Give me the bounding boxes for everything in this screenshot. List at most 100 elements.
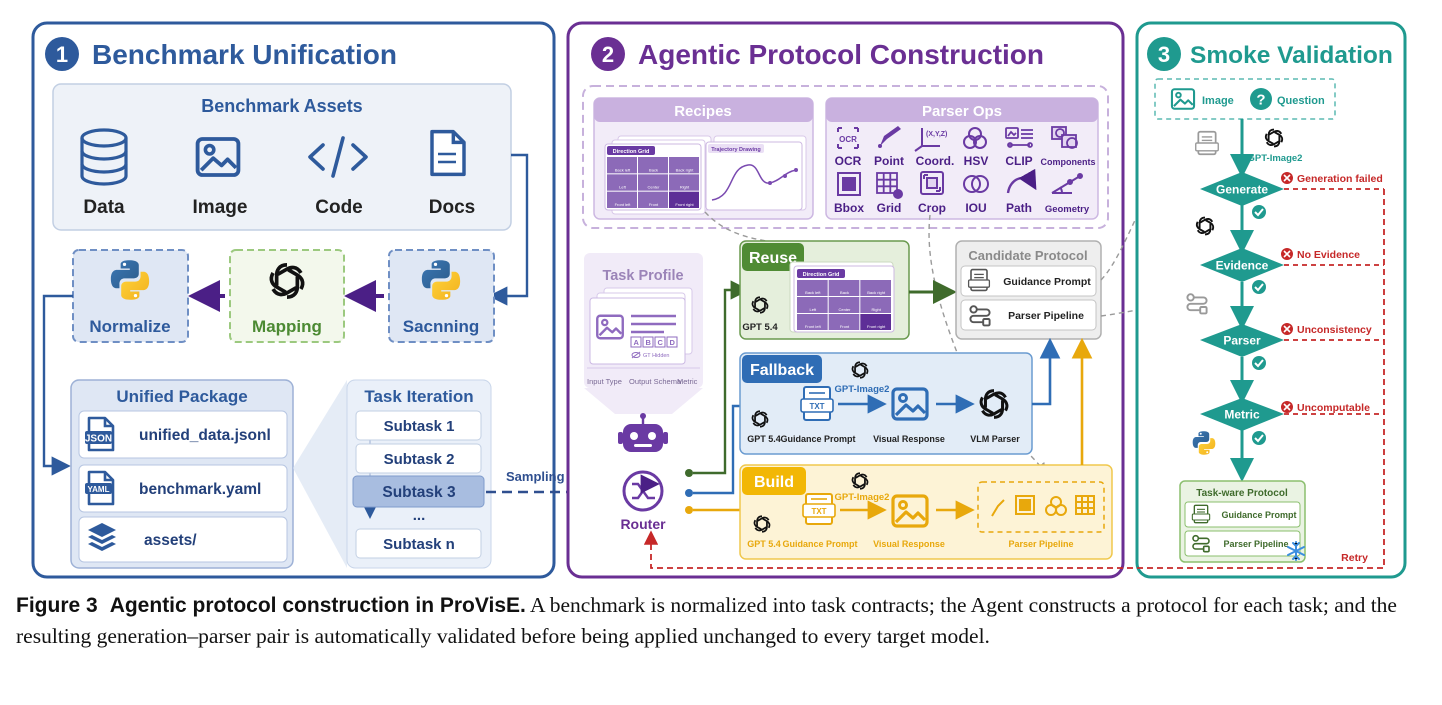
fallback-image-model: GPT-Image2 (835, 384, 890, 395)
txt-icon: TXT (800, 386, 834, 421)
package-item-jsonl (78, 410, 288, 459)
question-mark: ? (1256, 92, 1265, 109)
code-icon (308, 136, 368, 178)
profile-metric: Metric (677, 377, 698, 386)
check-icon (1252, 431, 1266, 445)
build-txt-tag: TXT (811, 507, 826, 516)
protocol-pipeline-label: Parser Pipeline (1223, 539, 1288, 549)
subtask-2 (355, 443, 482, 474)
assets-title: Benchmark Assets (201, 96, 362, 116)
components-icon (1051, 126, 1078, 149)
fallback-tag (742, 355, 822, 383)
grid-cell (669, 157, 699, 174)
ocr-glyph: OCR (839, 135, 857, 144)
grid-cell-label: Front right (675, 202, 694, 207)
grid-cell-label: Back right (867, 290, 886, 295)
docs-icon (430, 129, 466, 177)
grid-cell-label: Back left (805, 290, 821, 295)
package-title: Unified Package (116, 387, 247, 406)
panel-3-title: Smoke Validation (1190, 42, 1393, 69)
question-icon (1250, 88, 1272, 110)
op-coord: Coord. (916, 154, 955, 168)
protocol-parser-pipeline (1184, 530, 1301, 557)
reuse-model-label: GPT 5.4 (742, 322, 778, 333)
database-icon (80, 128, 128, 186)
fallback-label: Fallback (750, 362, 814, 379)
choice-b: B (646, 338, 652, 347)
parser-op-icons (991, 495, 1095, 517)
subtask-2-label: Subtask 2 (384, 451, 455, 468)
txt-icon (967, 268, 991, 292)
failure-generation-label: Generation failed (1297, 173, 1383, 185)
grid-cell (828, 314, 860, 330)
asset-code-label: Code (315, 197, 363, 218)
grid-icon (876, 172, 903, 199)
grid-cell-label: Back (840, 290, 849, 295)
parser-ops-title: Parser Ops (922, 103, 1002, 120)
check-icon (1252, 280, 1266, 294)
point-icon (878, 126, 901, 148)
asset-data-label: Data (83, 197, 125, 218)
grid-cell (797, 297, 828, 313)
build-model-label: GPT 5.4 (747, 539, 781, 549)
subtask-n-label: Subtask n (383, 536, 455, 553)
candidate-title: Candidate Protocol (968, 248, 1087, 263)
grid-cell-label: Front (840, 324, 850, 329)
package-item-assets-label: assets/ (144, 532, 197, 549)
grid-cell (607, 191, 637, 208)
op-iou: IOU (965, 201, 986, 215)
layers-icon (88, 523, 116, 551)
candidate-pipeline-label: Parser Pipeline (1008, 310, 1084, 322)
grid-cell (828, 297, 860, 313)
build-label: Build (754, 474, 794, 491)
grid-cell-label: Front right (867, 324, 886, 329)
fallback-model-label: GPT 5.4 (747, 434, 781, 444)
build-guidance-label: Guidance Prompt (782, 539, 857, 549)
panel-1-title: Benchmark Unification (92, 39, 397, 70)
protocol-guidance-label: Guidance Prompt (1221, 510, 1296, 520)
txt-icon (1191, 504, 1211, 524)
grid-cell-label: Left (619, 185, 627, 190)
input-image-label: Image (1202, 95, 1234, 107)
candidate-protocol-box: Candidate Protocol Guidance Prompt Parse… (955, 240, 1102, 340)
assets-to-scanning-arrow (488, 153, 529, 306)
txt-icon (1194, 130, 1220, 156)
package-item-jsonl-label: unified_data.jsonl (139, 427, 271, 444)
grid-cell (607, 157, 637, 174)
iou-icon (963, 175, 989, 193)
grid-cell-label: Front (649, 202, 659, 207)
grid-cell (607, 174, 637, 191)
op-clip: CLIP (1005, 154, 1032, 168)
step-metric-label: Metric (1224, 408, 1260, 422)
subtask-n (355, 528, 482, 559)
build-pipeline-label: Parser Pipeline (1008, 539, 1073, 549)
failure-evidence-label: No Evidence (1297, 249, 1360, 261)
scanning-label: Sacnning (403, 317, 480, 336)
panel-benchmark-unification: 1 Benchmark Unification Benchmark Assets (31, 21, 556, 579)
fallback-guidance-label: Guidance Prompt (780, 434, 855, 444)
grid-cell (860, 314, 891, 330)
json-tag: JSON (85, 434, 112, 445)
grid-cell (860, 297, 891, 313)
input-box (1154, 78, 1336, 120)
txt-icon: TXT (802, 493, 836, 525)
subtask-3-label: Subtask 3 (382, 484, 456, 501)
panel-smoke-validation: 3 Smoke Validation Image ? Question GPT-… (1135, 21, 1407, 579)
step-parser: Parser (1200, 324, 1284, 357)
op-bbox: Bbox (834, 201, 864, 215)
candidate-guidance-label: Guidance Prompt (1003, 276, 1091, 288)
task-profile-card: Task Profile A B C D GT Hidden Input Typ… (584, 253, 703, 414)
package-zoom-highlight (293, 380, 347, 568)
check-icon (1252, 356, 1266, 370)
framework-diagram: 1 Benchmark Unification Benchmark Assets (31, 21, 1407, 579)
parser-ops-header (826, 98, 1098, 122)
grid-cell (669, 174, 699, 191)
subtask-3-selected (352, 475, 485, 508)
protocol-library (582, 85, 1109, 229)
subtask-ellipsis: ... (413, 507, 426, 524)
mapping-label: Mapping (252, 317, 322, 336)
